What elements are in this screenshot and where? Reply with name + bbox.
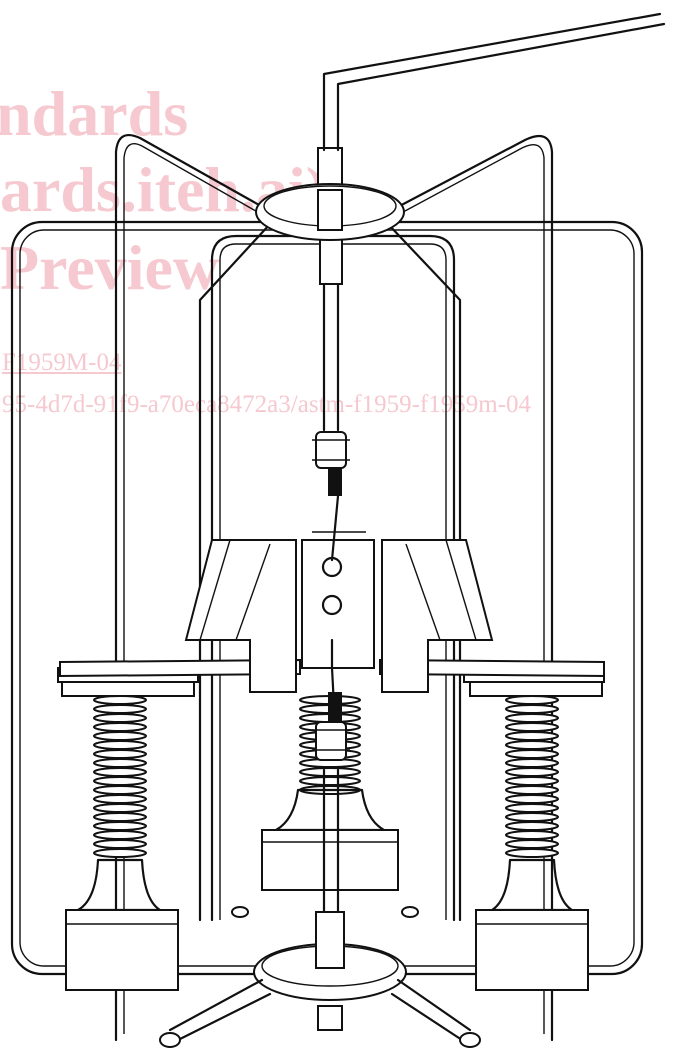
insulator-rib (505, 767, 559, 777)
insulator-rib (299, 767, 361, 777)
left-insulator (57, 667, 199, 991)
insulator-rib (505, 749, 559, 759)
insulator-rib (93, 812, 147, 822)
insulator-rib (505, 794, 559, 804)
insulator-rib (505, 830, 559, 840)
insulator-rib (93, 794, 147, 804)
insulator-rib (505, 785, 559, 795)
insulator-rib (505, 704, 559, 714)
top-disk (255, 183, 405, 241)
insulator-rib (93, 803, 147, 813)
insulator-rib (93, 695, 147, 705)
lower-clamp (312, 666, 350, 761)
bottom-disk (253, 911, 407, 1001)
insulator-rib (505, 803, 559, 813)
insulator-rib (93, 722, 147, 732)
insulator-rib (93, 758, 147, 768)
insulator-rib (505, 731, 559, 741)
left-shield (184, 539, 297, 693)
electrode-plates (59, 658, 605, 678)
insulator-rib (93, 731, 147, 741)
insulator-rib (505, 758, 559, 768)
front-cage-rods (114, 134, 554, 1042)
insulator-rib (505, 776, 559, 786)
insulator-rib (93, 749, 147, 759)
insulator-rib (505, 740, 559, 750)
insulator-rib (93, 713, 147, 723)
base-rods (159, 906, 481, 1048)
insulator-rib (299, 776, 361, 786)
upper-clamp (312, 431, 350, 562)
right-shield (381, 539, 494, 693)
lead-in-rod (322, 12, 666, 152)
insulator-rib (93, 839, 147, 849)
specimen-block (301, 531, 375, 670)
insulator-rib (505, 722, 559, 732)
insulator-rib (505, 848, 559, 858)
insulator-rib (93, 776, 147, 786)
insulator-rib (93, 785, 147, 795)
insulator-rib (93, 848, 147, 858)
insulator-rib (505, 713, 559, 723)
insulator-rib (505, 695, 559, 705)
insulator-rib (93, 821, 147, 831)
insulator-rib (505, 812, 559, 822)
insulator-rib (93, 830, 147, 840)
insulator-rib (505, 839, 559, 849)
insulator-rib (93, 740, 147, 750)
insulator-rib (93, 704, 147, 714)
insulator-rib (505, 821, 559, 831)
right-insulator (463, 667, 605, 991)
insulator-rib (93, 767, 147, 777)
